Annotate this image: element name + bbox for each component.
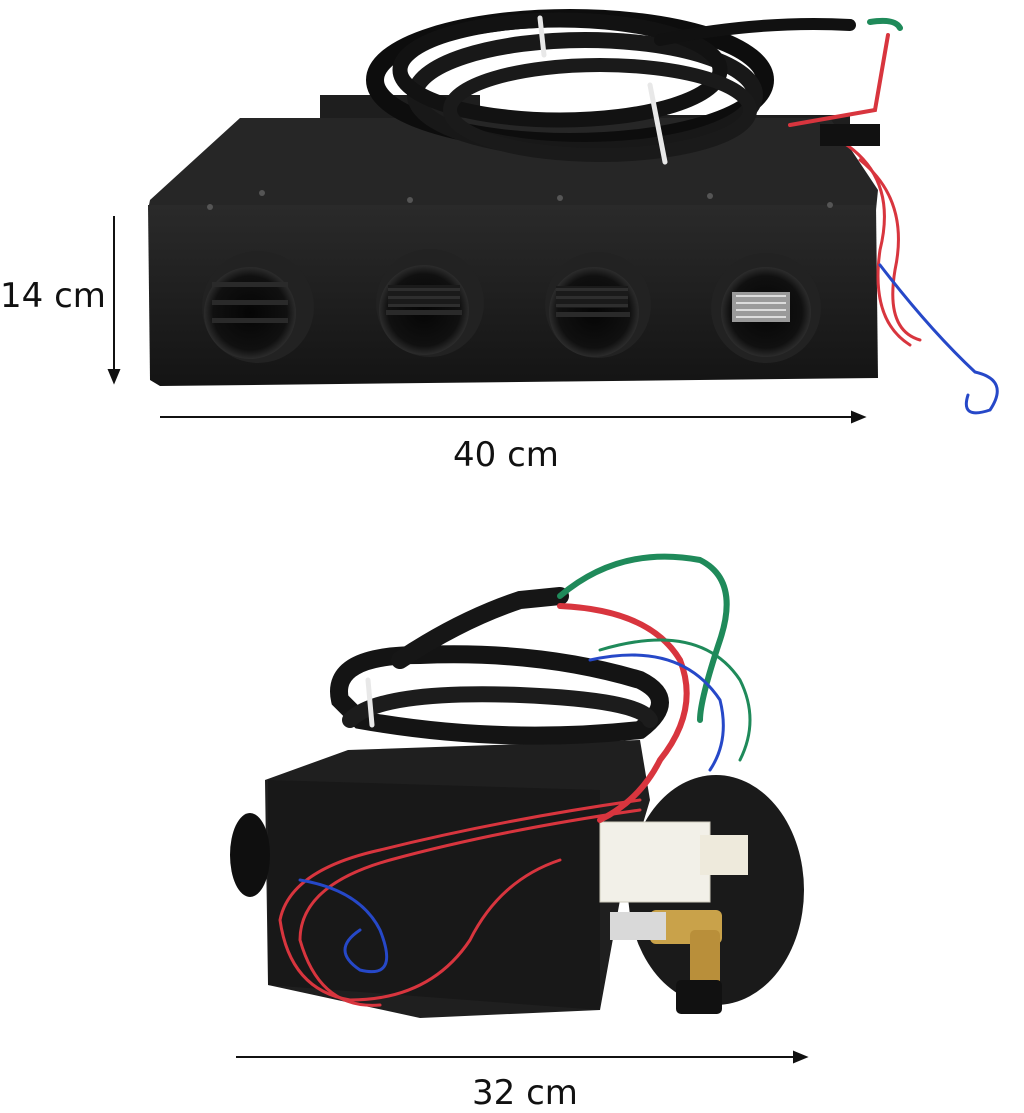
dimension-arrow <box>107 216 121 385</box>
dimension-arrow <box>160 410 867 424</box>
depth-dimension-label: 32 cm <box>472 1073 578 1113</box>
hose-coil <box>330 587 669 745</box>
width-dimension-label: 40 cm <box>453 435 559 475</box>
air-vent <box>545 252 651 358</box>
height-dimension-label: 14 cm <box>0 276 106 316</box>
dimension-arrow <box>236 1050 809 1064</box>
heater-side-view <box>230 740 804 1018</box>
wiring <box>278 553 752 1007</box>
air-vent <box>711 253 821 363</box>
hose-coil <box>366 9 856 165</box>
air-vent <box>376 249 484 357</box>
wiring <box>788 17 999 415</box>
air-vent <box>202 251 314 363</box>
